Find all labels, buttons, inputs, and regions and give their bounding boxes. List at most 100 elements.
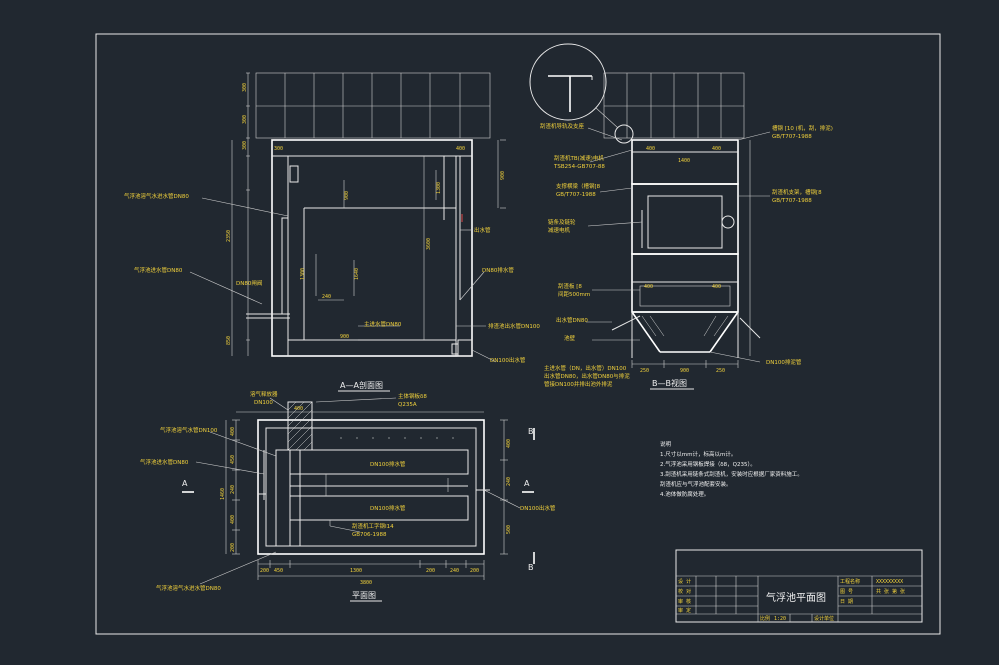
- bb-side1-label: 刮渣板 [8: [558, 282, 582, 290]
- aa-dim-grid: 300: [242, 115, 248, 124]
- plan-dim-s1: 200: [260, 568, 269, 574]
- plan-dim-right2: 240: [506, 477, 512, 486]
- bb-dim-w5: 400: [712, 284, 721, 290]
- aa-dim-top: 300: [242, 83, 248, 92]
- aa-drain2-label: 排渣池出水管DN100: [488, 322, 540, 330]
- tb-right-3: 日 期: [840, 599, 853, 605]
- plan-dim-top: 400: [294, 406, 303, 412]
- bb-bottom2-label: 出水管DN80: [556, 316, 588, 324]
- notes-header: 说明: [660, 440, 672, 448]
- bb-rail-label: 槽钢 [10 (机，刮，排泥): [772, 124, 833, 132]
- notes-block: 说明 1.尺寸以mm计，标高以m计。 2.气浮池采用钢板焊接（δ8，Q235）。…: [660, 440, 803, 498]
- bb-dim-w3: 400: [712, 146, 721, 152]
- aa-dim-inner-mid: 1640: [354, 268, 360, 280]
- plan-top-note: 主体钢板δ8: [398, 392, 427, 400]
- bb-chain-label: 链条及链轮: [548, 218, 576, 226]
- bb-top-left-label: 刮渣机导轨及支座: [540, 122, 585, 130]
- aa-overflow-label: 出水管: [474, 226, 491, 234]
- section-mark-a-right: A: [524, 479, 530, 488]
- detail-circle: [529, 43, 607, 121]
- plan-dim-height: 1460: [220, 488, 226, 500]
- aa-dim-small: 1300: [436, 182, 442, 194]
- bb-dim-2: 900: [680, 368, 689, 374]
- plan-middle1-label: DN100排水管: [370, 460, 406, 468]
- plan-dim-side5: 200: [230, 543, 236, 552]
- aa-dim-h1: 300: [274, 146, 283, 152]
- aa-main-pipe-label: 主进水管DN80: [364, 320, 402, 328]
- tb-row-1: 设 计: [678, 578, 691, 585]
- bb-chain2-label: 减速电机: [548, 226, 571, 234]
- aa-dim-upper-right: 900: [500, 171, 506, 180]
- tb-scale-label: 比例: [760, 615, 770, 622]
- plan-dim-side4: 400: [230, 515, 236, 524]
- plan-dim-s5: 240: [450, 568, 459, 574]
- plan-top-pipe-label: 溶气释放器: [250, 390, 278, 398]
- plan-dim-side1: 400: [230, 427, 236, 436]
- plan-dim-total: 3800: [360, 580, 372, 586]
- aa-section-title: A—A剖面图: [340, 380, 383, 390]
- aa-dim-wall: 2350: [226, 230, 232, 242]
- plan-top-pipe-label2: DN100: [254, 400, 273, 406]
- aa-dim-inner: 3600: [426, 238, 432, 250]
- tb-unit: 设计单位: [814, 615, 834, 622]
- plan-dim-side2: 450: [230, 455, 236, 464]
- bb-dim-3: 250: [716, 368, 725, 374]
- notes-item-2: 2.气浮池采用钢板焊接（δ8，Q235）。: [660, 460, 756, 468]
- bb-right1-std: GB/T707-1988: [772, 198, 812, 204]
- aa-valve-label: DN80闸阀: [236, 279, 262, 287]
- tb-row-4: 审 定: [678, 607, 691, 614]
- section-aa-view: 300 300 300 2350 850 3600 900 1300 1300 …: [124, 72, 630, 392]
- aa-dim-h3: 240: [322, 294, 331, 300]
- notes-item-3: 3.刮渣机采用链条式刮渣机，安装时应根据厂家资料施工。: [660, 470, 803, 478]
- tb-right-2: 图 号: [840, 589, 853, 595]
- plan-dim-right3: 500: [506, 525, 512, 534]
- plan-dim-s3: 1300: [350, 568, 362, 574]
- plan-bottom-note2: GB706-1988: [352, 532, 387, 538]
- notes-item-1: 1.尺寸以mm计，标高以m计。: [660, 450, 736, 458]
- aa-inlet-label: 气浮池溶气水进水管DN80: [124, 192, 189, 200]
- bb-rail-std: GB/T707-1988: [772, 134, 812, 140]
- plan-dim-side3: 240: [230, 485, 236, 494]
- bb-dim-w2: 1400: [678, 158, 690, 164]
- bb-side2-label: 间距500mm: [558, 290, 590, 298]
- bb-wall-label: 池壁: [564, 334, 576, 342]
- plan-view: A A B B 3800 200 450 1300 200 240 200 40…: [140, 390, 556, 602]
- tb-right-1: 工程名称: [840, 578, 860, 585]
- aa-dim-h2: 400: [456, 146, 465, 152]
- plan-title: 平面图: [352, 591, 376, 600]
- plan-bottom-note1: 刮渣机工字钢I14: [352, 522, 394, 530]
- plan-bottom-left-label: 气浮池溶气水进水管DN80: [156, 584, 221, 592]
- section-mark-a-left: A: [182, 479, 188, 488]
- tb-row-3: 审 核: [678, 598, 691, 605]
- plan-left2-label: 气浮池进水管DN80: [140, 458, 189, 466]
- section-mark-b-bottom: B: [528, 563, 534, 572]
- plan-dim-s2: 450: [274, 568, 283, 574]
- section-mark-b-top: B: [528, 427, 534, 436]
- aa-dim-upper-mid: 900: [344, 191, 350, 200]
- tb-code: XXXXXXXXX: [876, 579, 903, 585]
- bb-dim-w4: 400: [644, 284, 653, 290]
- bb-motor-label: 刮渣机TB(减速)电机: [554, 154, 604, 162]
- bb-beam-std: GB/T707-1988: [556, 192, 596, 198]
- bb-motor-std: TSB254-GB707-88: [553, 164, 605, 170]
- aa-dim-h4: 900: [340, 334, 349, 340]
- plan-dim-s6: 200: [470, 568, 479, 574]
- plan-right-label: DN100出水管: [520, 504, 556, 512]
- drawing-frame: [95, 33, 941, 635]
- plan-dim-s4: 200: [426, 568, 435, 574]
- tb-row-2: 校 对: [678, 588, 691, 595]
- bb-bottom1-label: DN100排泥管: [766, 358, 802, 366]
- tb-drawing-title: 气浮池平面图: [766, 591, 826, 604]
- aa-sludge-label: 气浮池进水管DN80: [134, 266, 183, 274]
- tb-sheet: 共 张 第 张: [876, 588, 905, 595]
- title-block: 设 计 校 对 审 核 审 定 气浮池平面图 工程名称 图 号 日 期 XXXX…: [675, 549, 923, 623]
- aa-bottom-text2: 出水管DN80，出水管DN80与排泥: [544, 372, 630, 380]
- plan-left1-label: 气浮池溶气水管DN100: [160, 426, 218, 434]
- bb-view-title: B—B视图: [652, 378, 687, 388]
- aa-bottom-text3: 管接DN100并排出池外排泥: [544, 380, 613, 388]
- aa-dim-mid: 850: [226, 336, 232, 345]
- notes-item-5: 4.池体做防腐处理。: [660, 490, 709, 498]
- aa-bottom-note: DN100出水管: [490, 356, 526, 364]
- aa-bottom-text1: 主进水管（DN，出水管）DN100: [544, 364, 627, 372]
